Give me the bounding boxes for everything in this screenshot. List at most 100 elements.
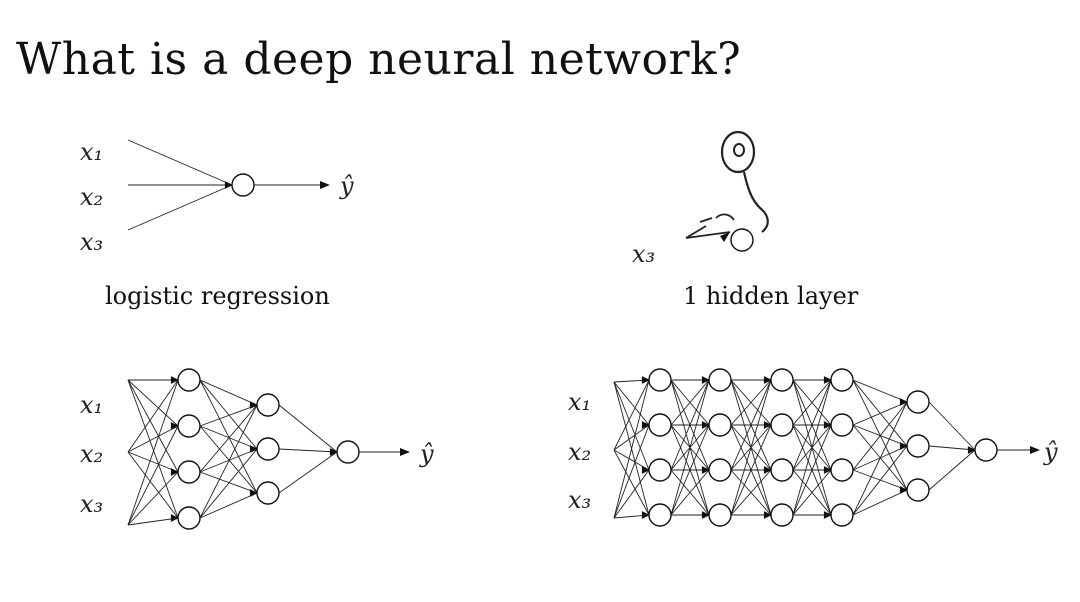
label-x2-deep2: x₂	[80, 440, 103, 468]
deep5-edge-l3-n3-from2	[792, 469, 832, 516]
deep2-node-l0-n1	[177, 414, 201, 438]
label-x3-logistic: x₃	[80, 228, 103, 256]
deep2-edge-l0-n2-from0	[127, 379, 179, 473]
deep2-edge-l1-n2-from1	[199, 425, 258, 494]
deep5-edge-l1-n3-from0	[670, 379, 710, 516]
deep5-node-l2-n1	[770, 413, 794, 437]
deep2-edge-l0-n0-from2	[127, 379, 179, 526]
deep2-edge-l0-n3-from2	[127, 517, 179, 526]
deep5-entry-l0-n1	[641, 421, 650, 429]
deep2-node-l1-n1	[256, 437, 280, 461]
deep5-edge-l4-n1-from3	[852, 445, 908, 516]
deep2-edge-l0-n2-from2	[127, 471, 179, 526]
deep5-entry-l2-n1	[763, 421, 772, 429]
deep5-edge-l1-n3-from1	[670, 424, 710, 516]
deep5-node-l2-n0	[770, 368, 794, 392]
deep2-edge-l0-n3-from1	[127, 451, 179, 519]
logistic-regression-network	[127, 139, 330, 231]
label-x3-deep2: x₃	[80, 490, 103, 518]
deep5-edge-l5-n0-from1	[928, 445, 976, 451]
label-x1-deep5: x₁	[568, 388, 591, 416]
deep5-edge-l4-n0-from0	[852, 379, 908, 403]
deep5-edge-l2-n2-from0	[730, 379, 772, 471]
deep5-edge-l5-n0-from2	[928, 449, 976, 491]
deep5-node-l1-n3	[708, 503, 732, 527]
label-x1-deep2: x₁	[80, 391, 103, 419]
label-x2-logistic: x₂	[80, 183, 103, 211]
deep5-edge-l0-n3-from1	[613, 449, 650, 516]
deep5-entry-l0-n0	[641, 376, 650, 384]
caption-one-hidden-layer: 1 hidden layer	[683, 282, 859, 310]
caption-logistic-regression: logistic regression	[105, 282, 330, 310]
deep5-node-l1-n2	[708, 458, 732, 482]
one-hidden-layer-network	[685, 130, 769, 252]
sketch-scribble	[685, 213, 735, 239]
deep5-edge-l3-n3-from0	[792, 379, 832, 516]
deep5-edge-l4-n2-from2	[852, 469, 908, 491]
logistic-edge-l0-n0-from0	[127, 139, 233, 186]
deep2-node-l0-n0	[177, 368, 201, 392]
deep5-edge-l0-n2-from0	[613, 381, 650, 471]
deep2-entry-l0-n1	[170, 422, 179, 430]
page-title: What is a deep neural network?	[16, 34, 742, 85]
deep5-node-l3-n3	[830, 503, 854, 527]
deep5-edge-l0-n0-from1	[613, 379, 650, 451]
deep5-entry-l1-n0	[701, 376, 710, 384]
deep5-node-l2-n2	[770, 458, 794, 482]
deep2-edge-l1-n2-from3	[199, 492, 258, 519]
deep2-node-l1-n2	[256, 481, 280, 505]
deep5-entry-l3-n2	[823, 466, 832, 474]
label-yhat-logistic: ŷ	[339, 172, 354, 200]
deep5-edge-l3-n3-from1	[792, 424, 832, 516]
deep2-edge-l1-n2-from0	[199, 379, 258, 494]
deep2-entry-l1-n0	[249, 401, 258, 409]
deep5-entry-l4-n2	[899, 486, 908, 494]
deep2-entry-l0-n2	[170, 468, 179, 476]
logistic-node-l0-n0	[231, 173, 255, 197]
deep2-edge-l0-n3-from0	[127, 379, 179, 519]
deep5-edge-l0-n1-from1	[613, 424, 650, 451]
deep5-edge-l4-n2-from1	[852, 424, 908, 491]
label-x2-deep5: x₂	[568, 438, 591, 466]
deep5-entry-l1-n3	[701, 511, 710, 519]
deep5-edge-l4-n2-from0	[852, 379, 908, 491]
deep5-node-l1-n1	[708, 413, 732, 437]
deep5-edge-l4-n2-from3	[852, 489, 908, 516]
deep2-edge-l1-n1-from3	[199, 448, 258, 519]
label-x3-deep5: x₃	[568, 486, 591, 514]
deep2-edge-l2-n0-from0	[278, 404, 338, 453]
deep2-node-l0-n2	[177, 460, 201, 484]
sketch-node	[730, 228, 754, 252]
deep5-entry-l0-n2	[641, 466, 650, 474]
logistic-output-arrow-head	[320, 181, 330, 189]
deep5-entry-l3-n3	[823, 511, 832, 519]
deep5-node-l4-n2	[906, 478, 930, 502]
deep5-edge-l0-n2-from2	[613, 469, 650, 519]
deep5-edge-l1-n3-from2	[670, 469, 710, 516]
deep5-edge-l4-n1-from0	[852, 379, 908, 447]
deep5-node-l3-n0	[830, 368, 854, 392]
deep5-entry-l3-n1	[823, 421, 832, 429]
deep5-edge-l2-n3-from2	[730, 469, 772, 516]
logistic-entry-l0-n0	[224, 181, 233, 189]
deep5-edge-l2-n3-from0	[730, 379, 772, 516]
variable-labels: x₁ x₂ x₃ ŷ x₃ x₁ x₂ x₃ ŷ x₁ x₂ x₃ ŷ	[80, 138, 1058, 518]
five-hidden-layer-network	[613, 368, 1040, 527]
deep5-entry-l1-n2	[701, 466, 710, 474]
label-yhat-deep2: ŷ	[419, 440, 434, 468]
two-hidden-layer-network	[127, 368, 410, 530]
deep5-edge-l0-n1-from2	[613, 424, 650, 519]
deep5-edge-l3-n1-from0	[792, 379, 832, 426]
sketch-head	[720, 130, 756, 174]
deep5-node-l3-n1	[830, 413, 854, 437]
deep2-entry-l2-n0	[329, 448, 338, 456]
deep5-edge-l0-n1-from0	[613, 381, 650, 426]
deep5-node-l2-n3	[770, 503, 794, 527]
deep5-entry-l1-n1	[701, 421, 710, 429]
deep5-edge-l5-n0-from0	[928, 401, 976, 451]
deep5-node-l4-n0	[906, 390, 930, 414]
deep2-node-l2-n0	[336, 440, 360, 464]
deep5-entry-l2-n2	[763, 466, 772, 474]
deep5-entry-l3-n0	[823, 376, 832, 384]
